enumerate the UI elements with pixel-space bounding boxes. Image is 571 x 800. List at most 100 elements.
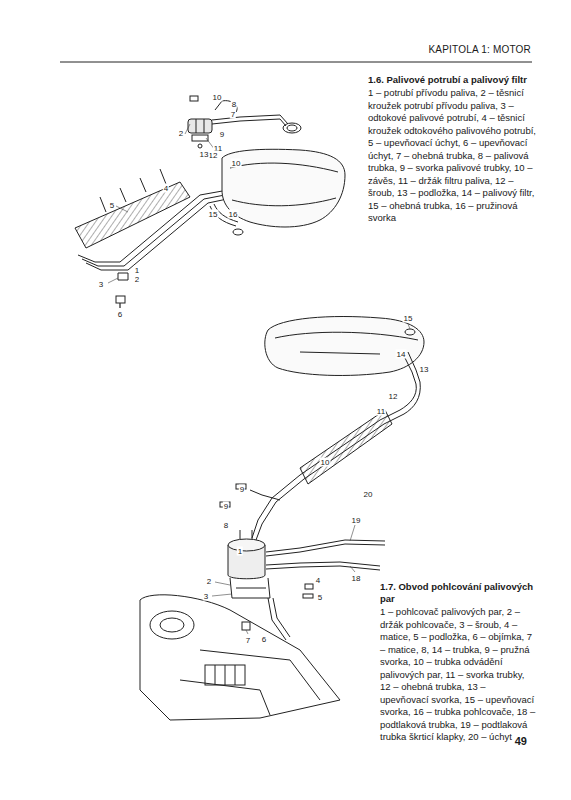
callout-number: 3 — [98, 280, 104, 289]
leader-line-stroke — [215, 582, 230, 585]
callout-number: 11 — [376, 407, 386, 416]
fuel-line-figure-stroke — [75, 182, 190, 248]
fuel-line-figure-stroke — [190, 96, 198, 101]
callout-number: 10 — [231, 159, 242, 168]
evap-circuit-figure-stroke — [266, 566, 380, 570]
fuel-line-figure-stroke — [204, 119, 205, 133]
callout-number: 19 — [351, 516, 362, 525]
fuel-line-figure-stroke — [82, 194, 230, 266]
fuel-line-figure-stroke — [140, 178, 146, 192]
callout-number: 15 — [208, 210, 219, 219]
callout-number: 18 — [351, 574, 362, 583]
callout-number: 2 — [134, 275, 140, 284]
leader-line-stroke — [116, 206, 128, 212]
fuel-line-figure-stroke — [233, 229, 243, 235]
callout-number: 2 — [178, 129, 184, 138]
evap-circuit-figure-stroke — [242, 622, 250, 630]
evap-circuit-figure-stroke — [266, 540, 385, 552]
evap-circuit-figure-stroke — [230, 578, 270, 598]
callout-number: 15 — [403, 314, 414, 323]
evap-circuit-figure-stroke — [266, 544, 385, 556]
leader-line-stroke — [408, 324, 410, 329]
leader-line-stroke — [185, 124, 190, 134]
evap-circuit-figure-stroke — [140, 595, 340, 720]
callout-number: 1 — [134, 266, 140, 275]
figure-caption-body: 1 – potrubí přívodu paliva, 2 – těsnicí … — [368, 87, 536, 225]
callout-number: 8 — [223, 521, 229, 530]
running-header: KAPITOLA 1: MOTOR — [428, 44, 531, 55]
fuel-line-figure-stroke — [118, 273, 128, 280]
evap-circuit-figure-stroke — [266, 562, 380, 566]
page-number: 49 — [515, 735, 527, 747]
callout-number: 4 — [163, 184, 169, 193]
evap-circuit-figure-stroke — [275, 332, 418, 340]
header-rule-stroke — [60, 62, 532, 63]
callout-number: 6 — [117, 310, 123, 319]
evap-circuit-figure-stroke — [200, 650, 320, 700]
callout-number: 7 — [230, 110, 236, 119]
callout-number: 9 — [223, 502, 229, 511]
callout-number: 13 — [199, 150, 210, 159]
callout-number: 20 — [363, 490, 374, 499]
fuel-line-figure-stroke — [188, 119, 212, 133]
fuel-line-figure-stroke — [196, 119, 197, 133]
callout-number: 5 — [317, 593, 323, 602]
fuel-line-figure-stroke — [287, 125, 297, 131]
fuel-line-figure-stroke — [230, 163, 338, 172]
callout-number: 14 — [396, 350, 407, 359]
figure-caption-heading: 1.6. Palivové potrubí a palivový filtr — [368, 74, 536, 86]
fuel-line-figure-stroke — [222, 149, 345, 227]
evap-circuit-figure-stroke — [236, 588, 266, 589]
fuel-line-figure-stroke — [212, 119, 286, 126]
evap-circuit-figure-stroke — [300, 410, 392, 484]
callout-number: 9 — [219, 130, 225, 139]
callout-number: 4 — [315, 576, 321, 585]
callout-number: 10 — [320, 458, 331, 467]
fuel-line-figure-stroke — [100, 197, 106, 212]
callout-number: 3 — [203, 592, 209, 601]
evap-circuit-figure-stroke — [252, 384, 416, 538]
figure-caption-body: 1 – pohlcovač palivových par, 2 – držák … — [380, 606, 536, 744]
evap-circuit-figure-stroke — [303, 594, 313, 598]
leader-line-stroke — [120, 303, 121, 308]
callout-number: 6 — [261, 635, 267, 644]
evap-circuit-figure-stroke — [265, 317, 424, 376]
evap-circuit-figure-stroke — [252, 530, 253, 539]
fuel-line-figure-stroke — [86, 198, 232, 270]
fuel-line-figure-stroke — [198, 144, 202, 148]
evap-circuit-figure-stroke — [215, 665, 216, 685]
leader-line-stroke — [350, 525, 355, 541]
callout-number: 12 — [388, 392, 399, 401]
evap-circuit-figure-stroke — [205, 665, 245, 685]
header-rule — [60, 62, 532, 63]
evap-circuit-figure-stroke — [228, 539, 265, 551]
evap-circuit-figure-stroke — [404, 356, 416, 384]
evap-circuit-figure-stroke — [150, 611, 194, 639]
leader-line-stroke — [212, 594, 232, 596]
evap-circuit-figure-stroke — [405, 329, 415, 335]
fuel-line-figure-stroke — [215, 101, 222, 110]
evap-circuit-figure-stroke — [300, 352, 380, 354]
callout-number: 13 — [419, 365, 430, 374]
fuel-line-figure-stroke — [160, 169, 166, 184]
leader-line-stroke — [350, 566, 355, 572]
evap-circuit-figure-stroke — [305, 584, 313, 589]
callout-number: 7 — [245, 636, 251, 645]
callout-number: 2 — [206, 577, 212, 586]
callout-number: 8 — [231, 100, 237, 109]
fuel-line-figure-stroke — [120, 188, 126, 202]
evap-circuit-figure-stroke — [273, 598, 290, 637]
fuel-line-figure-stroke — [232, 198, 336, 206]
evap-circuit-figure-stroke — [240, 530, 241, 539]
leader-line-stroke — [108, 278, 118, 283]
callout-number: 10 — [212, 93, 223, 102]
callout-number: 1 — [237, 547, 243, 556]
callout-number: 9 — [239, 485, 245, 494]
leader-line-stroke — [246, 630, 248, 634]
evap-circuit-figure-stroke — [256, 382, 420, 540]
figure-caption-heading: 1.7. Obvod pohlcování palivových par — [380, 581, 536, 605]
evap-circuit-figure-stroke — [225, 665, 226, 685]
fuel-line-figure-stroke — [192, 135, 208, 141]
fuel-line-figure — [75, 96, 345, 308]
